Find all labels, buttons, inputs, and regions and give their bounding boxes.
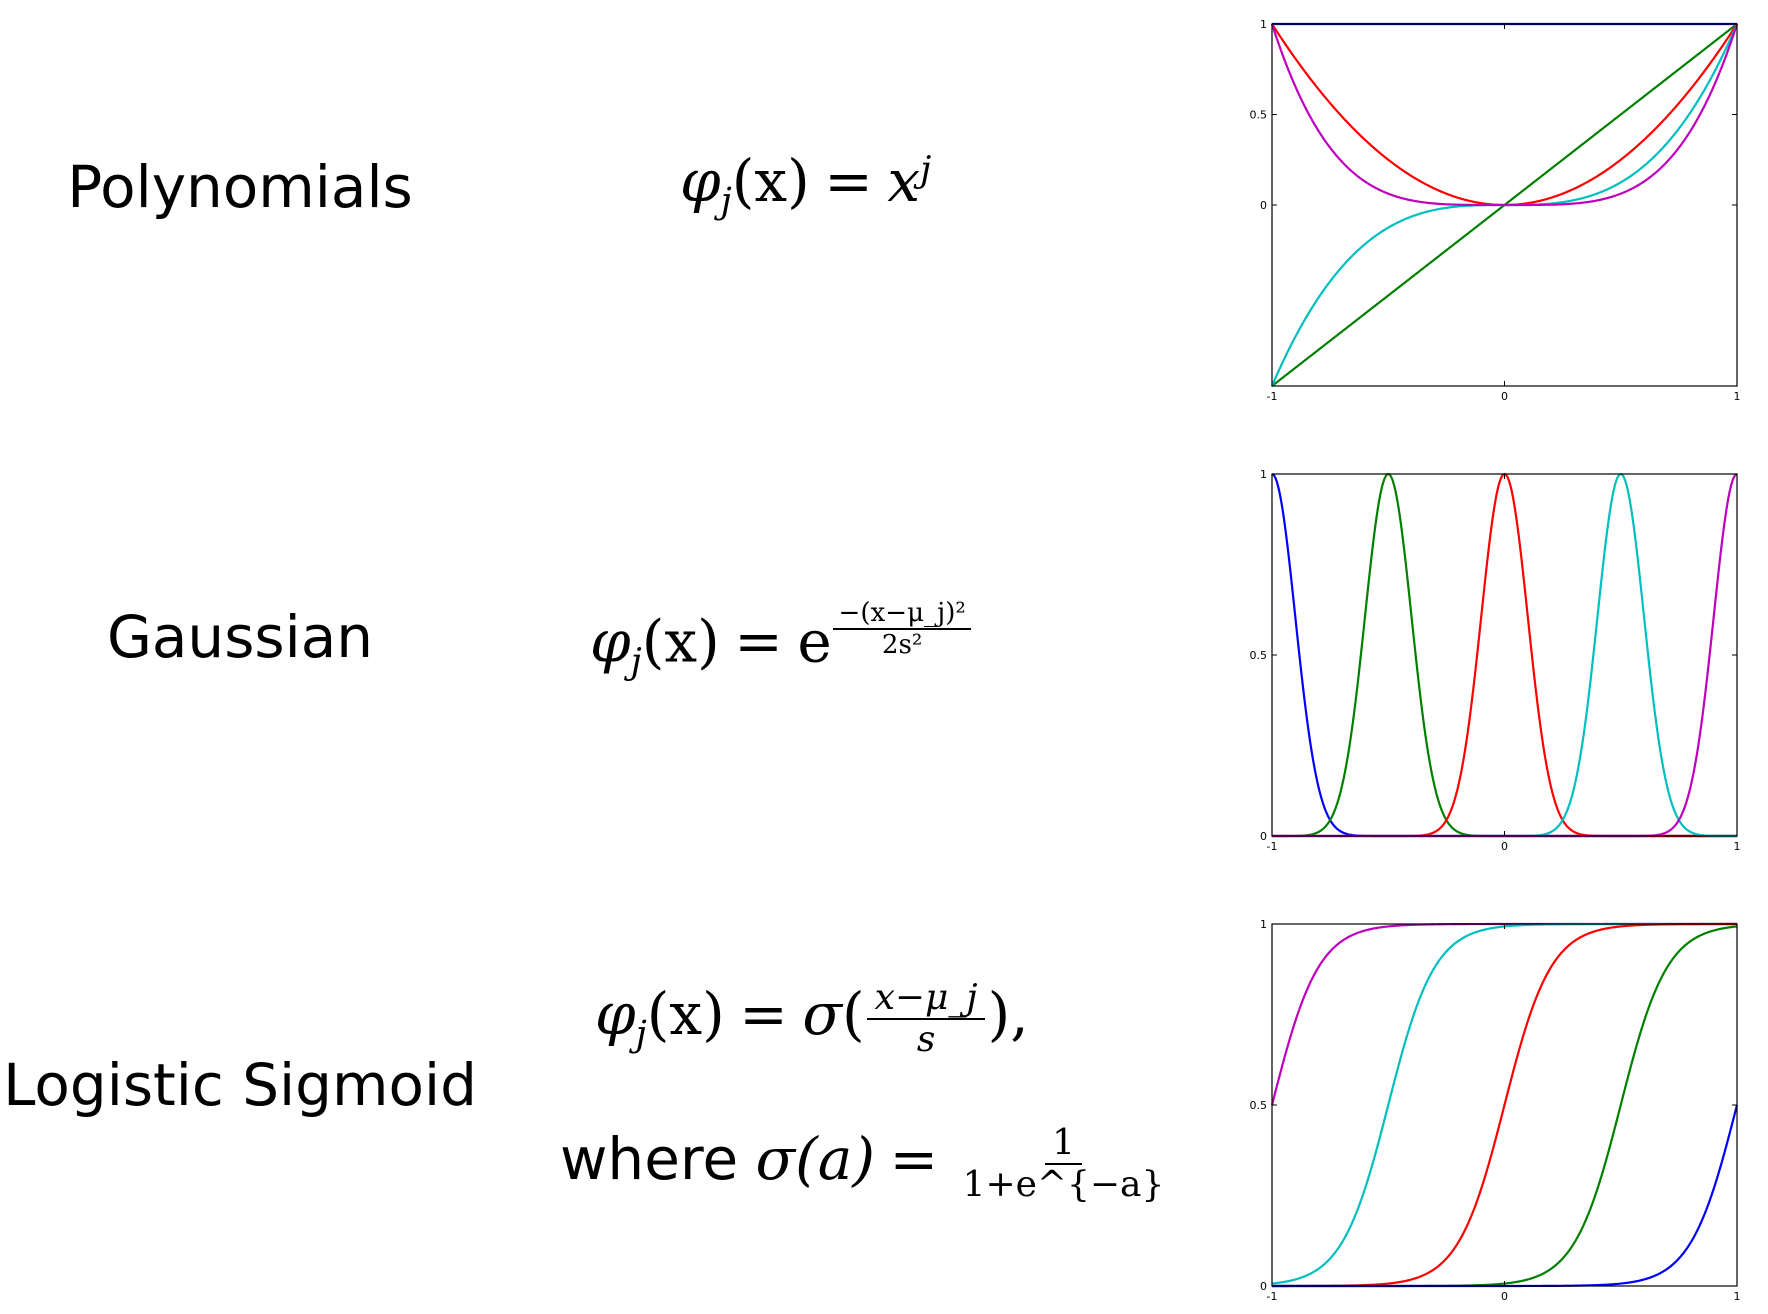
y-tick-label: 0 xyxy=(1260,199,1267,212)
exponent-denominator: 2s² xyxy=(881,630,923,661)
series-line-5 xyxy=(1272,1104,1739,1288)
phi-symbol: φ xyxy=(595,980,636,1049)
equals-sign: = xyxy=(739,980,788,1049)
x-tick-label: 0 xyxy=(1501,390,1508,403)
phi-subscript: j xyxy=(635,1013,647,1055)
base-x: x xyxy=(887,147,921,215)
x-tick-label: -1 xyxy=(1267,390,1278,403)
row-label-gaussian: Gaussian xyxy=(106,603,374,671)
fraction-denominator: 1+e^{−a} xyxy=(962,1164,1165,1206)
phi-subscript: j xyxy=(720,180,732,222)
series-line-5 xyxy=(1272,472,1738,838)
plot-polynomials: -1 0 1 0 0.5 1 xyxy=(1240,10,1741,403)
y-tick-label: 0.5 xyxy=(1250,1099,1268,1112)
argument: (x) xyxy=(646,980,725,1049)
x-tick-label: 0 xyxy=(1501,840,1508,853)
series-line-4 xyxy=(1272,472,1737,838)
series-line-3 xyxy=(1272,922,1737,1288)
phi-subscript: j xyxy=(630,640,642,682)
x-tick-label: 0 xyxy=(1501,1290,1508,1303)
sigma-symbol: σ xyxy=(802,980,842,1049)
row-label-logistic-sigmoid: Logistic Sigmoid xyxy=(3,1051,477,1119)
argument: (x) xyxy=(731,147,810,215)
series-line-1 xyxy=(1270,922,1737,1106)
y-tick-label: 0 xyxy=(1260,1280,1267,1293)
y-tick-label: 1 xyxy=(1260,18,1267,31)
y-tick-label: 1 xyxy=(1260,918,1267,931)
series-line-3 xyxy=(1271,23,1738,207)
exponent-numerator: −(x−μ_j)² xyxy=(833,600,972,631)
y-tick-label: 0.5 xyxy=(1250,649,1268,662)
equals-sign: = xyxy=(734,607,783,676)
series-line-3 xyxy=(1272,472,1737,838)
fraction-numerator: 1 xyxy=(1044,1124,1083,1166)
polynomials-chart: -1 0 1 0 0.5 1 xyxy=(1250,18,1741,403)
phi-symbol: φ xyxy=(680,147,721,215)
row-label-polynomials: Polynomials xyxy=(67,153,413,221)
fraction-denominator: s xyxy=(916,1019,936,1061)
y-tick-label: 1 xyxy=(1260,468,1267,481)
sigma-of-a: σ(a) xyxy=(755,1125,875,1194)
where-word: where xyxy=(560,1125,739,1194)
x-tick-label: -1 xyxy=(1267,840,1278,853)
series-line-2 xyxy=(1272,472,1737,838)
x-tick-label: 1 xyxy=(1734,1290,1741,1303)
y-tick-label: 0 xyxy=(1260,830,1267,843)
x-tick-label: 1 xyxy=(1734,390,1741,403)
open-paren: ( xyxy=(841,980,865,1049)
argument: (x) xyxy=(641,607,720,676)
series-line-1 xyxy=(1271,472,1737,838)
equals-sign: = xyxy=(889,1125,939,1194)
y-tick-label: 0.5 xyxy=(1250,109,1268,122)
x-tick-label: 1 xyxy=(1734,840,1741,853)
euler-e: e xyxy=(797,607,832,676)
exponent-j: j xyxy=(920,149,932,191)
x-tick-label: -1 xyxy=(1267,1290,1278,1303)
plot-frame xyxy=(1271,473,1738,837)
equals-sign: = xyxy=(824,147,873,215)
series-line-5 xyxy=(1270,23,1739,207)
close-paren: ), xyxy=(987,980,1029,1049)
formula-polynomials: φj(x)=xj xyxy=(680,152,931,219)
phi-symbol: φ xyxy=(590,607,631,676)
fraction-numerator: x−μ_j xyxy=(867,979,985,1021)
